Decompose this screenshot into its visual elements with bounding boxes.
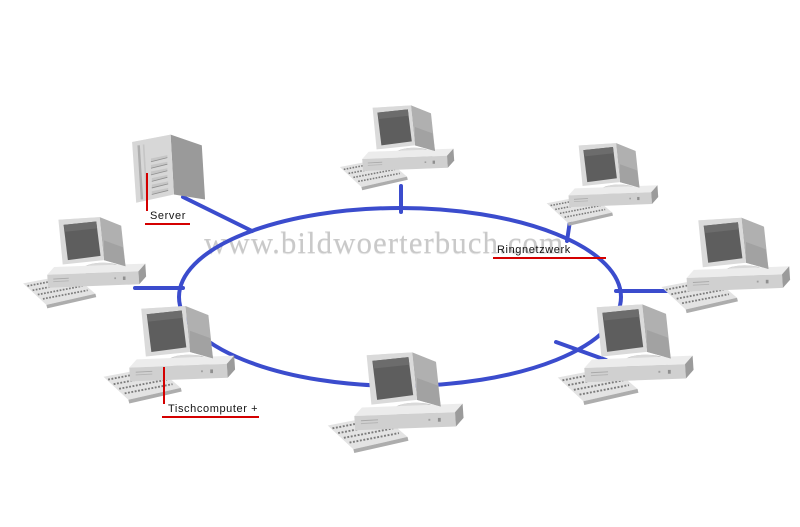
pc-right-node <box>660 216 791 315</box>
label-server[interactable]: Server <box>145 209 190 225</box>
server-node <box>130 133 207 204</box>
label-ring-network[interactable]: Ringnetzwerk <box>493 243 606 259</box>
cable-pc-bottom-right <box>554 340 608 362</box>
pc-top-node <box>338 104 456 191</box>
watermark-text: www.bildwoerterbuch.com <box>204 225 565 260</box>
drop-cables <box>133 184 674 362</box>
pc-bottom-right-node <box>556 303 695 407</box>
pc-bottom-left-node <box>102 305 236 405</box>
cable-server <box>181 195 254 233</box>
pc-bottom-center-node <box>326 351 465 455</box>
pc-left-node <box>22 216 147 310</box>
label-desktop-computer[interactable]: Tischcomputer + <box>162 402 259 418</box>
desktop-callout-line <box>163 367 165 404</box>
server-callout-line <box>146 173 148 211</box>
pc-top-right-node <box>545 142 659 227</box>
